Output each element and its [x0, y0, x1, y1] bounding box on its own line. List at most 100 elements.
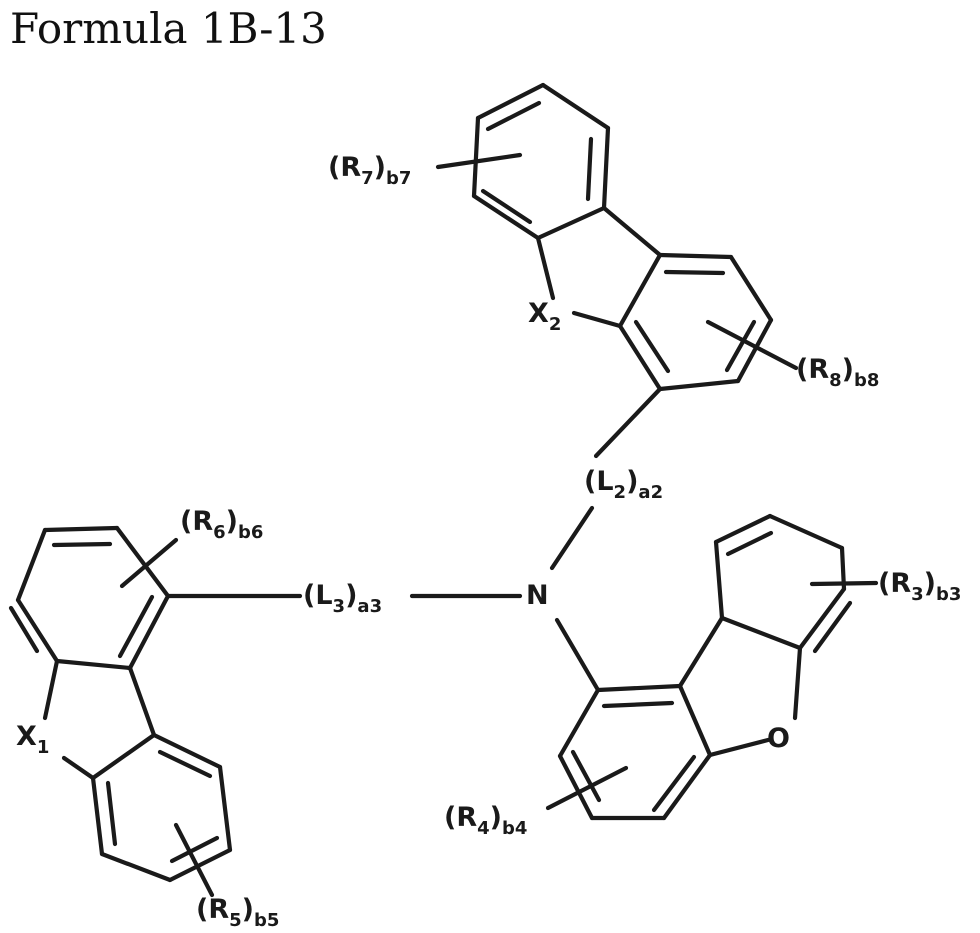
r3-label: (R3)b3: [878, 568, 961, 605]
bond: [120, 597, 152, 656]
r4-sub2: b4: [502, 818, 527, 839]
bond: [815, 603, 850, 651]
bond: [728, 533, 771, 554]
bond: [680, 686, 710, 755]
bond: [731, 257, 771, 320]
l2-close: ): [626, 466, 638, 497]
r7-close: ): [374, 152, 386, 183]
bond: [45, 528, 117, 530]
l3-sub2: a3: [357, 596, 382, 617]
r5-open: (R: [196, 894, 229, 925]
bond: [604, 703, 672, 706]
l2-sub2: a2: [638, 482, 663, 503]
bond: [666, 272, 723, 273]
x2-label-sub: 2: [549, 314, 562, 335]
bond: [620, 326, 660, 389]
oxygen-atom: O: [767, 723, 790, 754]
bond: [660, 255, 731, 257]
bond: [57, 661, 130, 668]
bond: [130, 668, 154, 735]
bond: [154, 735, 220, 767]
bond: [660, 381, 738, 389]
bond: [160, 752, 210, 776]
r8-sub1: 8: [829, 370, 842, 391]
r4-open: (R: [444, 802, 477, 833]
r5-close: ): [242, 894, 254, 925]
l3-label: (L3)a3: [303, 580, 382, 617]
r6-open: (R: [180, 506, 213, 537]
r3-sub2: b3: [936, 584, 961, 605]
bond: [795, 648, 800, 718]
bond: [680, 618, 722, 686]
nitrogen-atom: N: [526, 580, 549, 611]
bond: [64, 758, 93, 778]
bond: [560, 690, 598, 756]
r3-sub1: 3: [911, 584, 924, 605]
bond: [538, 238, 553, 298]
r6-close: ): [226, 506, 238, 537]
bond: [722, 618, 800, 648]
l2-open: (L: [584, 466, 614, 497]
r4-sub1: 4: [477, 818, 490, 839]
r3-close: ): [924, 568, 936, 599]
bond: [11, 608, 37, 651]
r4-close: ): [490, 802, 502, 833]
bond: [716, 542, 722, 618]
bond: [598, 686, 680, 690]
l2-sub1: 2: [614, 482, 627, 503]
bond: [588, 139, 591, 199]
r4-label: (R4)b4: [444, 802, 527, 839]
bond: [770, 516, 842, 548]
r3-open: (R: [878, 568, 911, 599]
r6-sub1: 6: [213, 522, 226, 543]
x1-label-main: X: [16, 721, 37, 752]
bond: [557, 620, 598, 690]
bond: [812, 583, 876, 584]
bond: [604, 128, 608, 208]
l3-open: (L: [303, 580, 333, 611]
bond: [93, 778, 102, 854]
bond: [220, 767, 230, 850]
r5-label: (R5)b5: [196, 894, 279, 931]
bond: [552, 508, 592, 568]
bond: [538, 208, 604, 238]
r8-label: (R8)b8: [796, 354, 879, 391]
r8-open: (R: [796, 354, 829, 385]
x1-label: X1: [16, 721, 49, 758]
bond: [574, 313, 620, 326]
r8-close: ): [842, 354, 854, 385]
r6-sub2: b6: [238, 522, 263, 543]
r7-sub2: b7: [386, 168, 411, 189]
bond: [620, 255, 660, 326]
bond: [438, 155, 520, 167]
bond: [474, 118, 478, 196]
atom-labels: N O X2 X1: [16, 298, 790, 758]
bond: [636, 322, 668, 371]
bond: [596, 389, 660, 456]
bond: [93, 735, 154, 778]
bonds: [11, 85, 876, 895]
l3-close: ): [345, 580, 357, 611]
bond: [478, 85, 543, 118]
l3-sub1: 3: [333, 596, 346, 617]
bond: [543, 85, 608, 128]
r7-label: (R7)b7: [328, 152, 411, 189]
bond: [18, 530, 45, 600]
r8-sub2: b8: [854, 370, 879, 391]
bond: [45, 661, 57, 718]
bond: [710, 740, 768, 755]
bond: [108, 783, 115, 844]
r7-sub1: 7: [361, 168, 374, 189]
bond: [604, 208, 660, 255]
r5-sub2: b5: [254, 910, 279, 931]
bond: [102, 854, 170, 880]
x1-label-sub: 1: [37, 737, 50, 758]
bond: [54, 544, 110, 545]
r6-label: (R6)b6: [180, 506, 263, 543]
bond: [474, 196, 538, 238]
r5-sub1: 5: [229, 910, 242, 931]
r7-open: (R: [328, 152, 361, 183]
x2-label-main: X: [528, 298, 549, 329]
l2-label: (L2)a2: [584, 466, 663, 503]
